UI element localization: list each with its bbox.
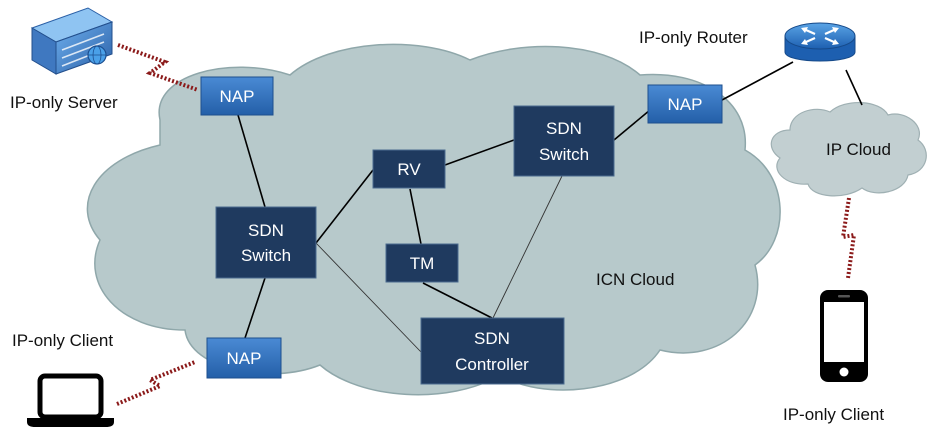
link-switch-left-rv	[315, 169, 374, 244]
sdn-controller: SDN Controller	[420, 317, 565, 385]
ip-only-client-right-label: IP-only Client	[783, 405, 884, 424]
sdn-switch-left: SDN Switch	[215, 206, 317, 279]
link-nap-topleft-switch-left	[237, 114, 266, 208]
link-router-ipcloud	[845, 69, 863, 106]
tm-node: TM	[385, 243, 459, 283]
link-switch-right-nap-topright	[613, 109, 651, 141]
link-nap-topright-router	[721, 61, 794, 101]
link-server-nap-topleft	[117, 43, 199, 92]
sdn-controller-line2: Controller	[455, 355, 529, 374]
nap-top-right-label: NAP	[668, 95, 703, 114]
link-tm-controller	[422, 282, 493, 319]
sdn-switch-right-line2: Switch	[539, 145, 589, 164]
zigzag-links	[116, 43, 857, 406]
links	[237, 61, 863, 339]
ip-only-server-label: IP-only Server	[10, 93, 118, 112]
link-rv-tm	[409, 188, 422, 245]
ip-only-client-left-label: IP-only Client	[12, 331, 113, 350]
ip-cloud-label: IP Cloud	[826, 140, 891, 159]
rv-label: RV	[397, 160, 421, 179]
link-laptop-nap-bottom	[116, 360, 196, 406]
sdn-switch-right: SDN Switch	[513, 105, 615, 177]
icn-cloud-label: ICN Cloud	[596, 270, 674, 289]
link-rv-switch-right	[444, 139, 515, 166]
smartphone-icon	[820, 290, 868, 382]
rv-node: RV	[372, 149, 446, 189]
sdn-switch-right-line1: SDN	[546, 119, 582, 138]
link-switch-left-controller	[315, 242, 422, 353]
sdn-switch-left-line2: Switch	[241, 246, 291, 265]
tm-label: TM	[410, 254, 435, 273]
nap-top-right: NAP	[647, 84, 723, 124]
router-icon	[784, 22, 856, 62]
link-switch-left-nap-bottom	[244, 277, 266, 339]
nap-bottom-label: NAP	[227, 349, 262, 368]
ip-cloud	[770, 101, 927, 197]
nap-top-left: NAP	[200, 76, 274, 116]
nap-top-left-label: NAP	[220, 87, 255, 106]
thin-links	[315, 175, 563, 353]
server-icon	[30, 7, 114, 75]
sdn-switch-left-line1: SDN	[248, 221, 284, 240]
ip-only-router-label: IP-only Router	[639, 28, 748, 47]
laptop-icon	[27, 373, 114, 427]
sdn-controller-line1: SDN	[474, 329, 510, 348]
link-ipcloud-phone	[840, 197, 857, 279]
link-switch-right-controller	[492, 175, 563, 319]
nap-bottom: NAP	[206, 337, 282, 379]
